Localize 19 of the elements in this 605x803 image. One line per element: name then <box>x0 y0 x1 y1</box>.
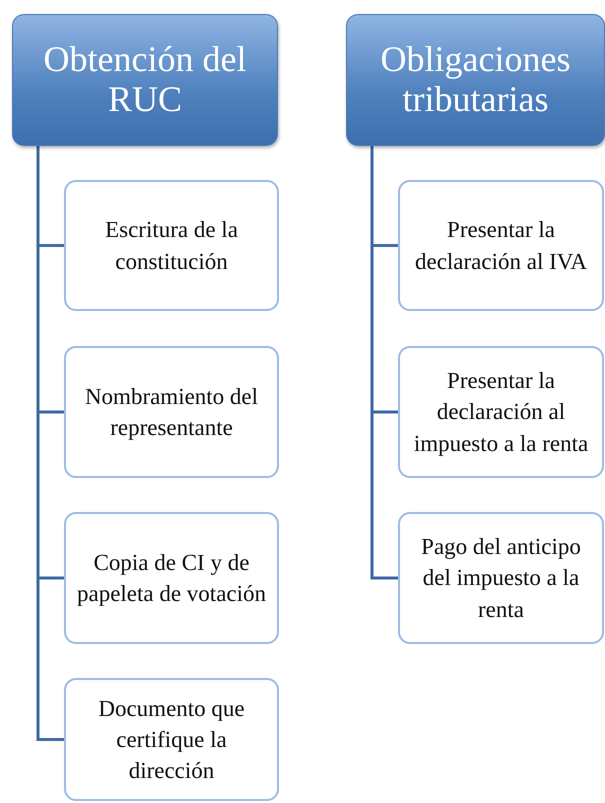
item-text: Documento que certifique la dirección <box>97 694 246 786</box>
header-box <box>346 14 605 146</box>
item-text: Nombramiento del representante <box>84 382 260 442</box>
header-text: Obtención del RUC <box>42 40 248 120</box>
item-text: Escritura de la constitución <box>104 216 239 276</box>
item-box <box>398 346 604 478</box>
item-text: Presentar la declaración al impuesto a la renta <box>412 367 590 458</box>
item-box <box>64 180 279 311</box>
connector-line <box>370 146 398 580</box>
item-box <box>64 512 279 644</box>
item-box <box>398 180 604 311</box>
item-text: Presentar la declaración al IVA <box>414 216 588 276</box>
item-box <box>64 678 279 801</box>
header-box <box>12 14 278 146</box>
item-box <box>398 512 604 644</box>
item-text: Pago del anticipo del impuesto a la renta <box>420 533 582 624</box>
item-text: Copia de CI y de papeleta de votación <box>76 548 268 608</box>
item-box <box>64 346 279 478</box>
header-text: Obligaciones tributarias <box>380 40 572 120</box>
